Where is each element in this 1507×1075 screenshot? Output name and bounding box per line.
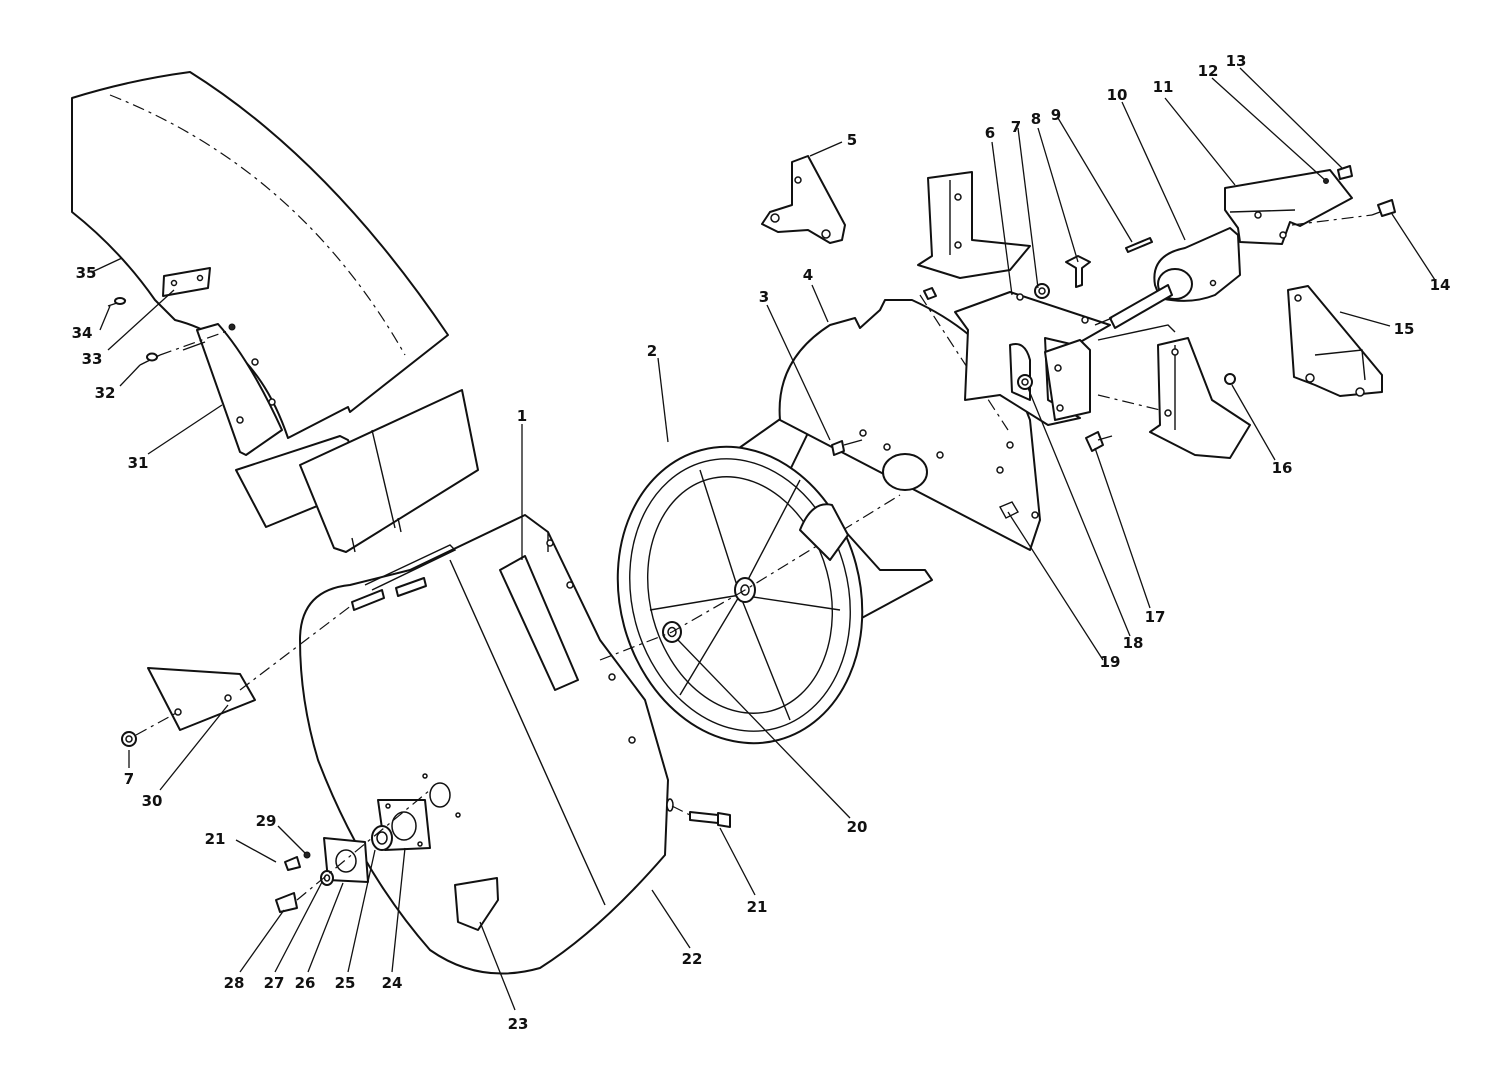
callout-26: 26: [295, 974, 316, 992]
chute-adapter: [235, 389, 479, 553]
leader-lines: [91, 67, 1436, 1011]
callout-4: 4: [803, 266, 813, 284]
chute-plate: [162, 267, 211, 297]
bracket-5: [761, 155, 846, 244]
top-mount-bracket: [917, 171, 1031, 279]
callout-1: 1: [517, 407, 527, 425]
callout-34: 34: [72, 324, 93, 342]
deflector-plate: [147, 604, 353, 731]
callout-21-right: 21: [747, 898, 768, 916]
bolt-right: [671, 805, 731, 828]
callout-7-top: 7: [1011, 118, 1021, 136]
callout-17: 17: [1145, 608, 1166, 626]
nut-left: [121, 711, 179, 747]
callout-19: 19: [1100, 653, 1121, 671]
impeller: [599, 404, 933, 745]
lower-mount-bracket: [1097, 324, 1251, 459]
callout-27: 27: [264, 974, 285, 992]
actuator-bracket: [1224, 169, 1353, 245]
chute-screws: [107, 297, 236, 366]
callout-16: 16: [1272, 459, 1293, 477]
callout-labels: 1 2 3 4 5 6 7 7 8 9 10 11 12 13 14 15 16…: [72, 52, 1451, 1033]
callout-3: 3: [759, 288, 769, 306]
callout-13: 13: [1226, 52, 1247, 70]
bracket-15: [1287, 285, 1383, 397]
callout-7-bottom: 7: [124, 770, 134, 788]
callout-5: 5: [847, 131, 857, 149]
callout-14: 14: [1430, 276, 1451, 294]
callout-30: 30: [142, 792, 163, 810]
callout-22: 22: [682, 950, 703, 968]
blower-housing: [299, 514, 674, 975]
callout-15: 15: [1394, 320, 1415, 338]
chute-bracket: [196, 323, 283, 456]
callout-9: 9: [1051, 106, 1061, 124]
pin: [1125, 237, 1153, 253]
callout-32: 32: [95, 384, 116, 402]
callout-33: 33: [82, 350, 103, 368]
callout-8: 8: [1031, 110, 1041, 128]
callout-12: 12: [1198, 62, 1219, 80]
callout-11: 11: [1153, 78, 1174, 96]
actuator-motor: [1094, 227, 1241, 329]
callout-25: 25: [335, 974, 356, 992]
small-screws: [1291, 165, 1396, 226]
callout-6: 6: [985, 124, 995, 142]
callout-29: 29: [256, 812, 277, 830]
callout-28: 28: [224, 974, 245, 992]
callout-18: 18: [1123, 634, 1144, 652]
discharge-chute: [71, 71, 449, 439]
callout-10: 10: [1107, 86, 1128, 104]
callout-21-left: 21: [205, 830, 226, 848]
callout-35: 35: [76, 264, 97, 282]
callout-24: 24: [382, 974, 403, 992]
bearing-assembly: [275, 773, 461, 913]
callout-23: 23: [508, 1015, 529, 1033]
callout-20: 20: [847, 818, 868, 836]
callout-2: 2: [647, 342, 657, 360]
callout-31: 31: [128, 454, 149, 472]
